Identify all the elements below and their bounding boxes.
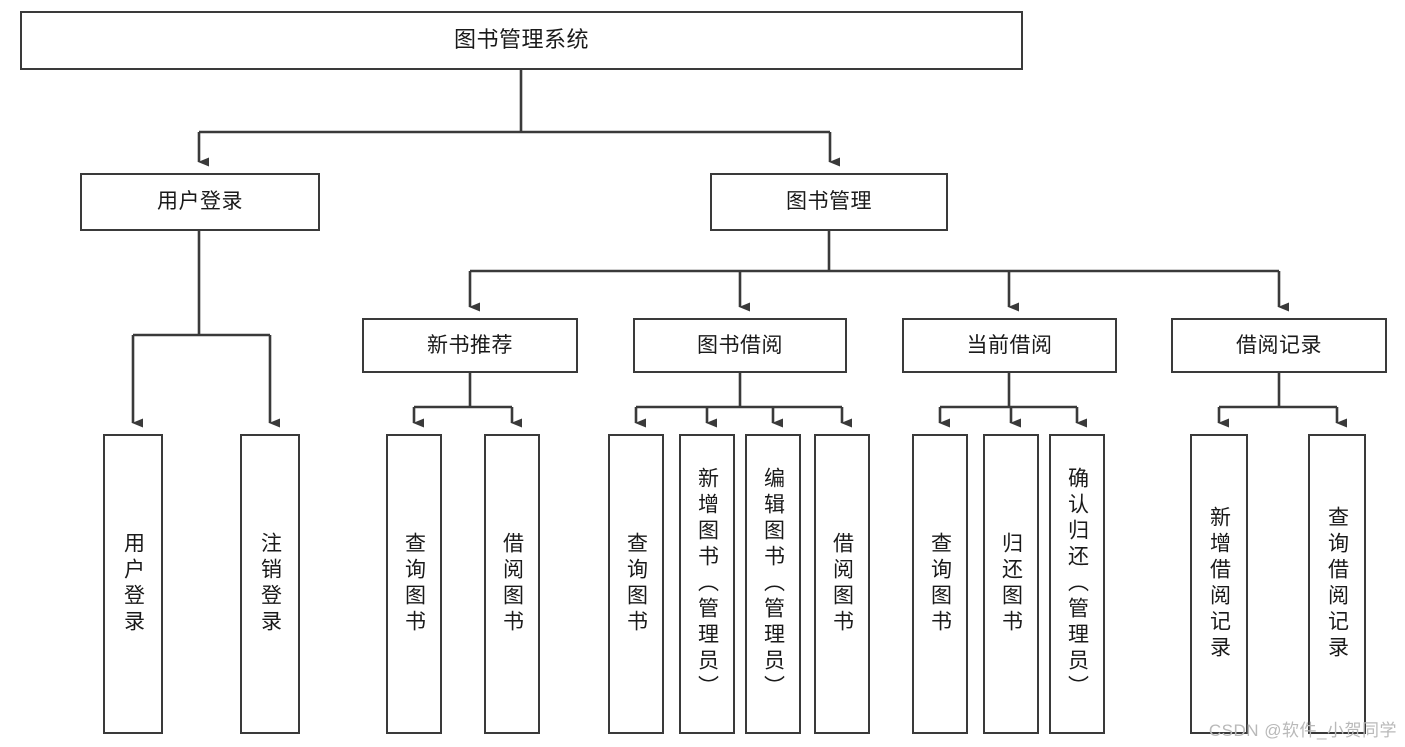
node-leaf-query-record[interactable]: 查询借阅记录 bbox=[1308, 434, 1366, 734]
node-leaf-borrow-book-1[interactable]: 借阅图书 bbox=[484, 434, 540, 734]
node-label: 确认归还（管理员） bbox=[1065, 467, 1089, 701]
node-leaf-return-book[interactable]: 归还图书 bbox=[983, 434, 1039, 734]
node-book-borrow[interactable]: 图书借阅 bbox=[633, 318, 847, 373]
node-label: 查询图书 bbox=[928, 532, 952, 636]
node-book-manage[interactable]: 图书管理 bbox=[710, 173, 948, 231]
node-label: 编辑图书（管理员） bbox=[761, 467, 785, 701]
node-label: 新书推荐 bbox=[427, 333, 513, 357]
node-leaf-user-login[interactable]: 用户登录 bbox=[103, 434, 163, 734]
node-leaf-add-book[interactable]: 新增图书（管理员） bbox=[679, 434, 735, 734]
node-book-management-system[interactable]: 图书管理系统 bbox=[20, 11, 1023, 70]
node-current-borrow[interactable]: 当前借阅 bbox=[902, 318, 1117, 373]
node-leaf-query-book-2[interactable]: 查询图书 bbox=[608, 434, 664, 734]
node-leaf-add-record[interactable]: 新增借阅记录 bbox=[1190, 434, 1248, 734]
node-label: 查询借阅记录 bbox=[1325, 506, 1349, 662]
node-label: 图书管理 bbox=[786, 190, 872, 214]
node-new-book-recommend[interactable]: 新书推荐 bbox=[362, 318, 578, 373]
node-label: 用户登录 bbox=[157, 190, 243, 214]
node-leaf-confirm-return[interactable]: 确认归还（管理员） bbox=[1049, 434, 1105, 734]
node-label: 用户登录 bbox=[121, 532, 145, 636]
node-leaf-edit-book[interactable]: 编辑图书（管理员） bbox=[745, 434, 801, 734]
node-label: 借阅记录 bbox=[1236, 333, 1322, 357]
node-label: 查询图书 bbox=[402, 532, 426, 636]
csdn-watermark: CSDN @软件_小贺同学 bbox=[1208, 721, 1397, 740]
node-leaf-logout[interactable]: 注销登录 bbox=[240, 434, 300, 734]
node-label: 图书管理系统 bbox=[453, 27, 589, 53]
node-user-login[interactable]: 用户登录 bbox=[80, 173, 320, 231]
node-label: 新增借阅记录 bbox=[1207, 506, 1231, 662]
node-leaf-query-book-3[interactable]: 查询图书 bbox=[912, 434, 968, 734]
node-label: 归还图书 bbox=[999, 532, 1023, 636]
node-leaf-query-book-1[interactable]: 查询图书 bbox=[386, 434, 442, 734]
node-leaf-borrow-book-2[interactable]: 借阅图书 bbox=[814, 434, 870, 734]
node-borrow-record[interactable]: 借阅记录 bbox=[1171, 318, 1387, 373]
node-label: 注销登录 bbox=[258, 532, 282, 636]
node-label: 借阅图书 bbox=[830, 532, 854, 636]
node-label: 当前借阅 bbox=[966, 333, 1053, 357]
node-label: 查询图书 bbox=[624, 532, 648, 636]
node-label: 新增图书（管理员） bbox=[695, 467, 719, 701]
node-label: 借阅图书 bbox=[500, 532, 524, 636]
node-label: 图书借阅 bbox=[697, 333, 783, 357]
